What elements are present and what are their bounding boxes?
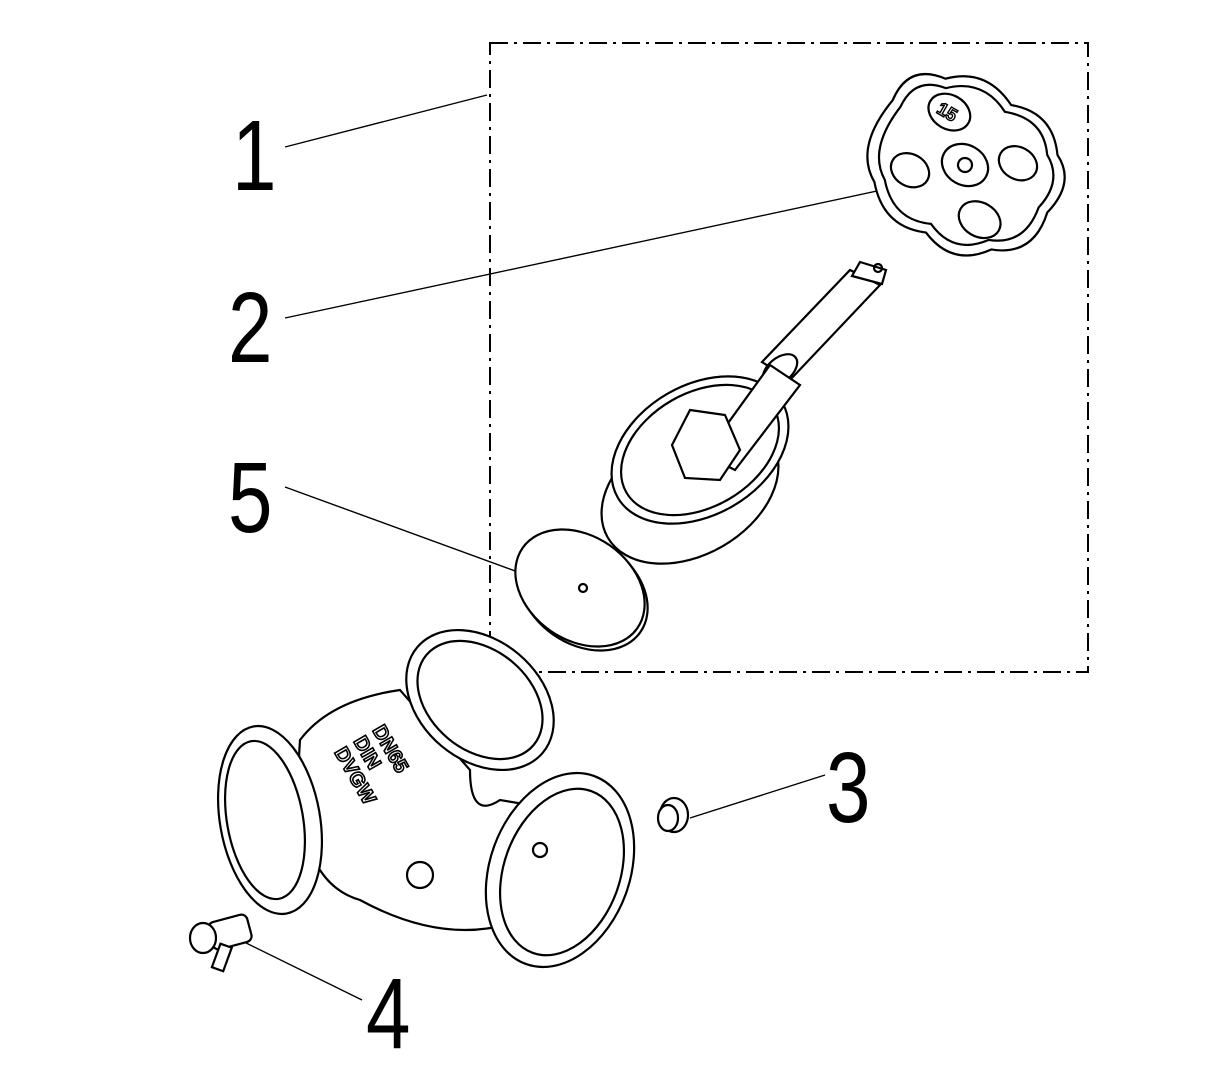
leader-line-5: [284, 486, 541, 581]
leader-line-3: [689, 774, 826, 819]
callout-5: 5: [228, 443, 272, 555]
callout-3: 3: [826, 733, 870, 845]
callout-2: 2: [228, 273, 272, 385]
valve-stem-bonnet: [600, 260, 888, 565]
leader-line-2: [284, 184, 906, 319]
callout-4: 4: [366, 959, 410, 1071]
valve-disc: [514, 528, 649, 652]
callout-1: 1: [232, 101, 276, 213]
leader-line-4: [239, 939, 363, 1001]
leader-line-1: [284, 94, 488, 148]
valve-body: DN65 DIN DVGW: [216, 628, 636, 969]
drain-valve: [188, 913, 253, 973]
assembly-boundary-box: [489, 42, 1089, 673]
plug: [656, 796, 690, 834]
handwheel: 15: [866, 73, 1066, 257]
